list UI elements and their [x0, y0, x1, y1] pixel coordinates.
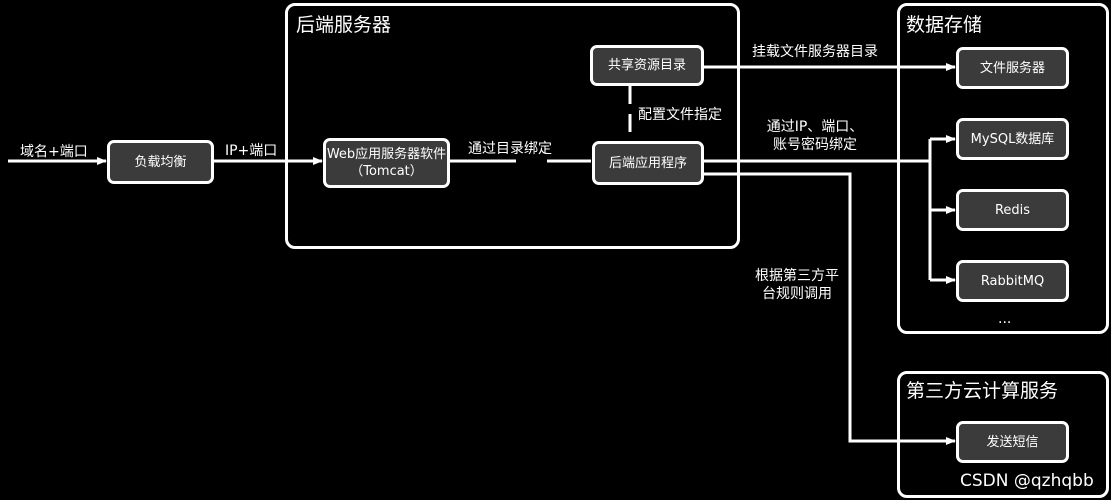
third-party-call-label-line1: 根据第三方平 — [755, 268, 839, 284]
load-balancer-node: 负载均衡 — [107, 140, 214, 184]
redis-node: Redis — [956, 189, 1069, 231]
db-bind-label: 通过IP、端口、 账号密码绑定 — [756, 118, 874, 154]
rabbitmq-node: RabbitMQ — [956, 260, 1069, 302]
backend-server-group — [285, 3, 740, 249]
domain-port-label: 域名+端口 — [20, 144, 88, 160]
web-server-node: Web应用服务器软件 （Tomcat） — [323, 138, 450, 188]
web-server-label-line1: Web应用服务器软件 — [326, 147, 447, 162]
file-server-label: 文件服务器 — [979, 60, 1045, 76]
backend-app-node: 后端应用程序 — [592, 141, 704, 185]
data-storage-group — [897, 3, 1109, 334]
config-file-label: 配置文件指定 — [638, 107, 722, 123]
mount-dir-label: 挂载文件服务器目录 — [752, 44, 878, 60]
backend-app-label: 后端应用程序 — [608, 155, 687, 171]
data-storage-group-title: 数据存储 — [906, 14, 983, 36]
third-party-call-label-line2: 台规则调用 — [762, 286, 832, 302]
shared-resource-dir-node: 共享资源目录 — [590, 45, 704, 86]
third-party-call-label: 根据第三方平 台规则调用 — [748, 267, 846, 303]
mysql-label: MySQL数据库 — [970, 131, 1055, 147]
third-party-cloud-group-title: 第三方云计算服务 — [906, 380, 1059, 402]
web-server-label-line2: （Tomcat） — [350, 164, 423, 179]
redis-label: Redis — [994, 202, 1031, 218]
mysql-node: MySQL数据库 — [956, 118, 1069, 160]
load-balancer-label: 负载均衡 — [134, 154, 187, 170]
rabbitmq-label: RabbitMQ — [980, 273, 1045, 289]
ip-port-label: IP+端口 — [225, 143, 278, 159]
storage-ellipsis: ... — [998, 311, 1012, 327]
third-party-cloud-group — [897, 371, 1109, 498]
db-bind-label-line1: 通过IP、端口、 — [766, 119, 864, 135]
bind-dir-label: 通过目录绑定 — [468, 141, 552, 157]
db-bind-label-line2: 账号密码绑定 — [773, 137, 857, 153]
csdn-watermark: CSDN @qzhqbb — [960, 471, 1094, 491]
send-sms-label: 发送短信 — [986, 434, 1039, 450]
edge-backend-to-sms — [704, 172, 956, 445]
file-server-node: 文件服务器 — [956, 47, 1069, 89]
shared-resource-dir-label: 共享资源目录 — [607, 58, 686, 73]
send-sms-node: 发送短信 — [956, 421, 1069, 463]
backend-server-group-title: 后端服务器 — [296, 14, 392, 36]
